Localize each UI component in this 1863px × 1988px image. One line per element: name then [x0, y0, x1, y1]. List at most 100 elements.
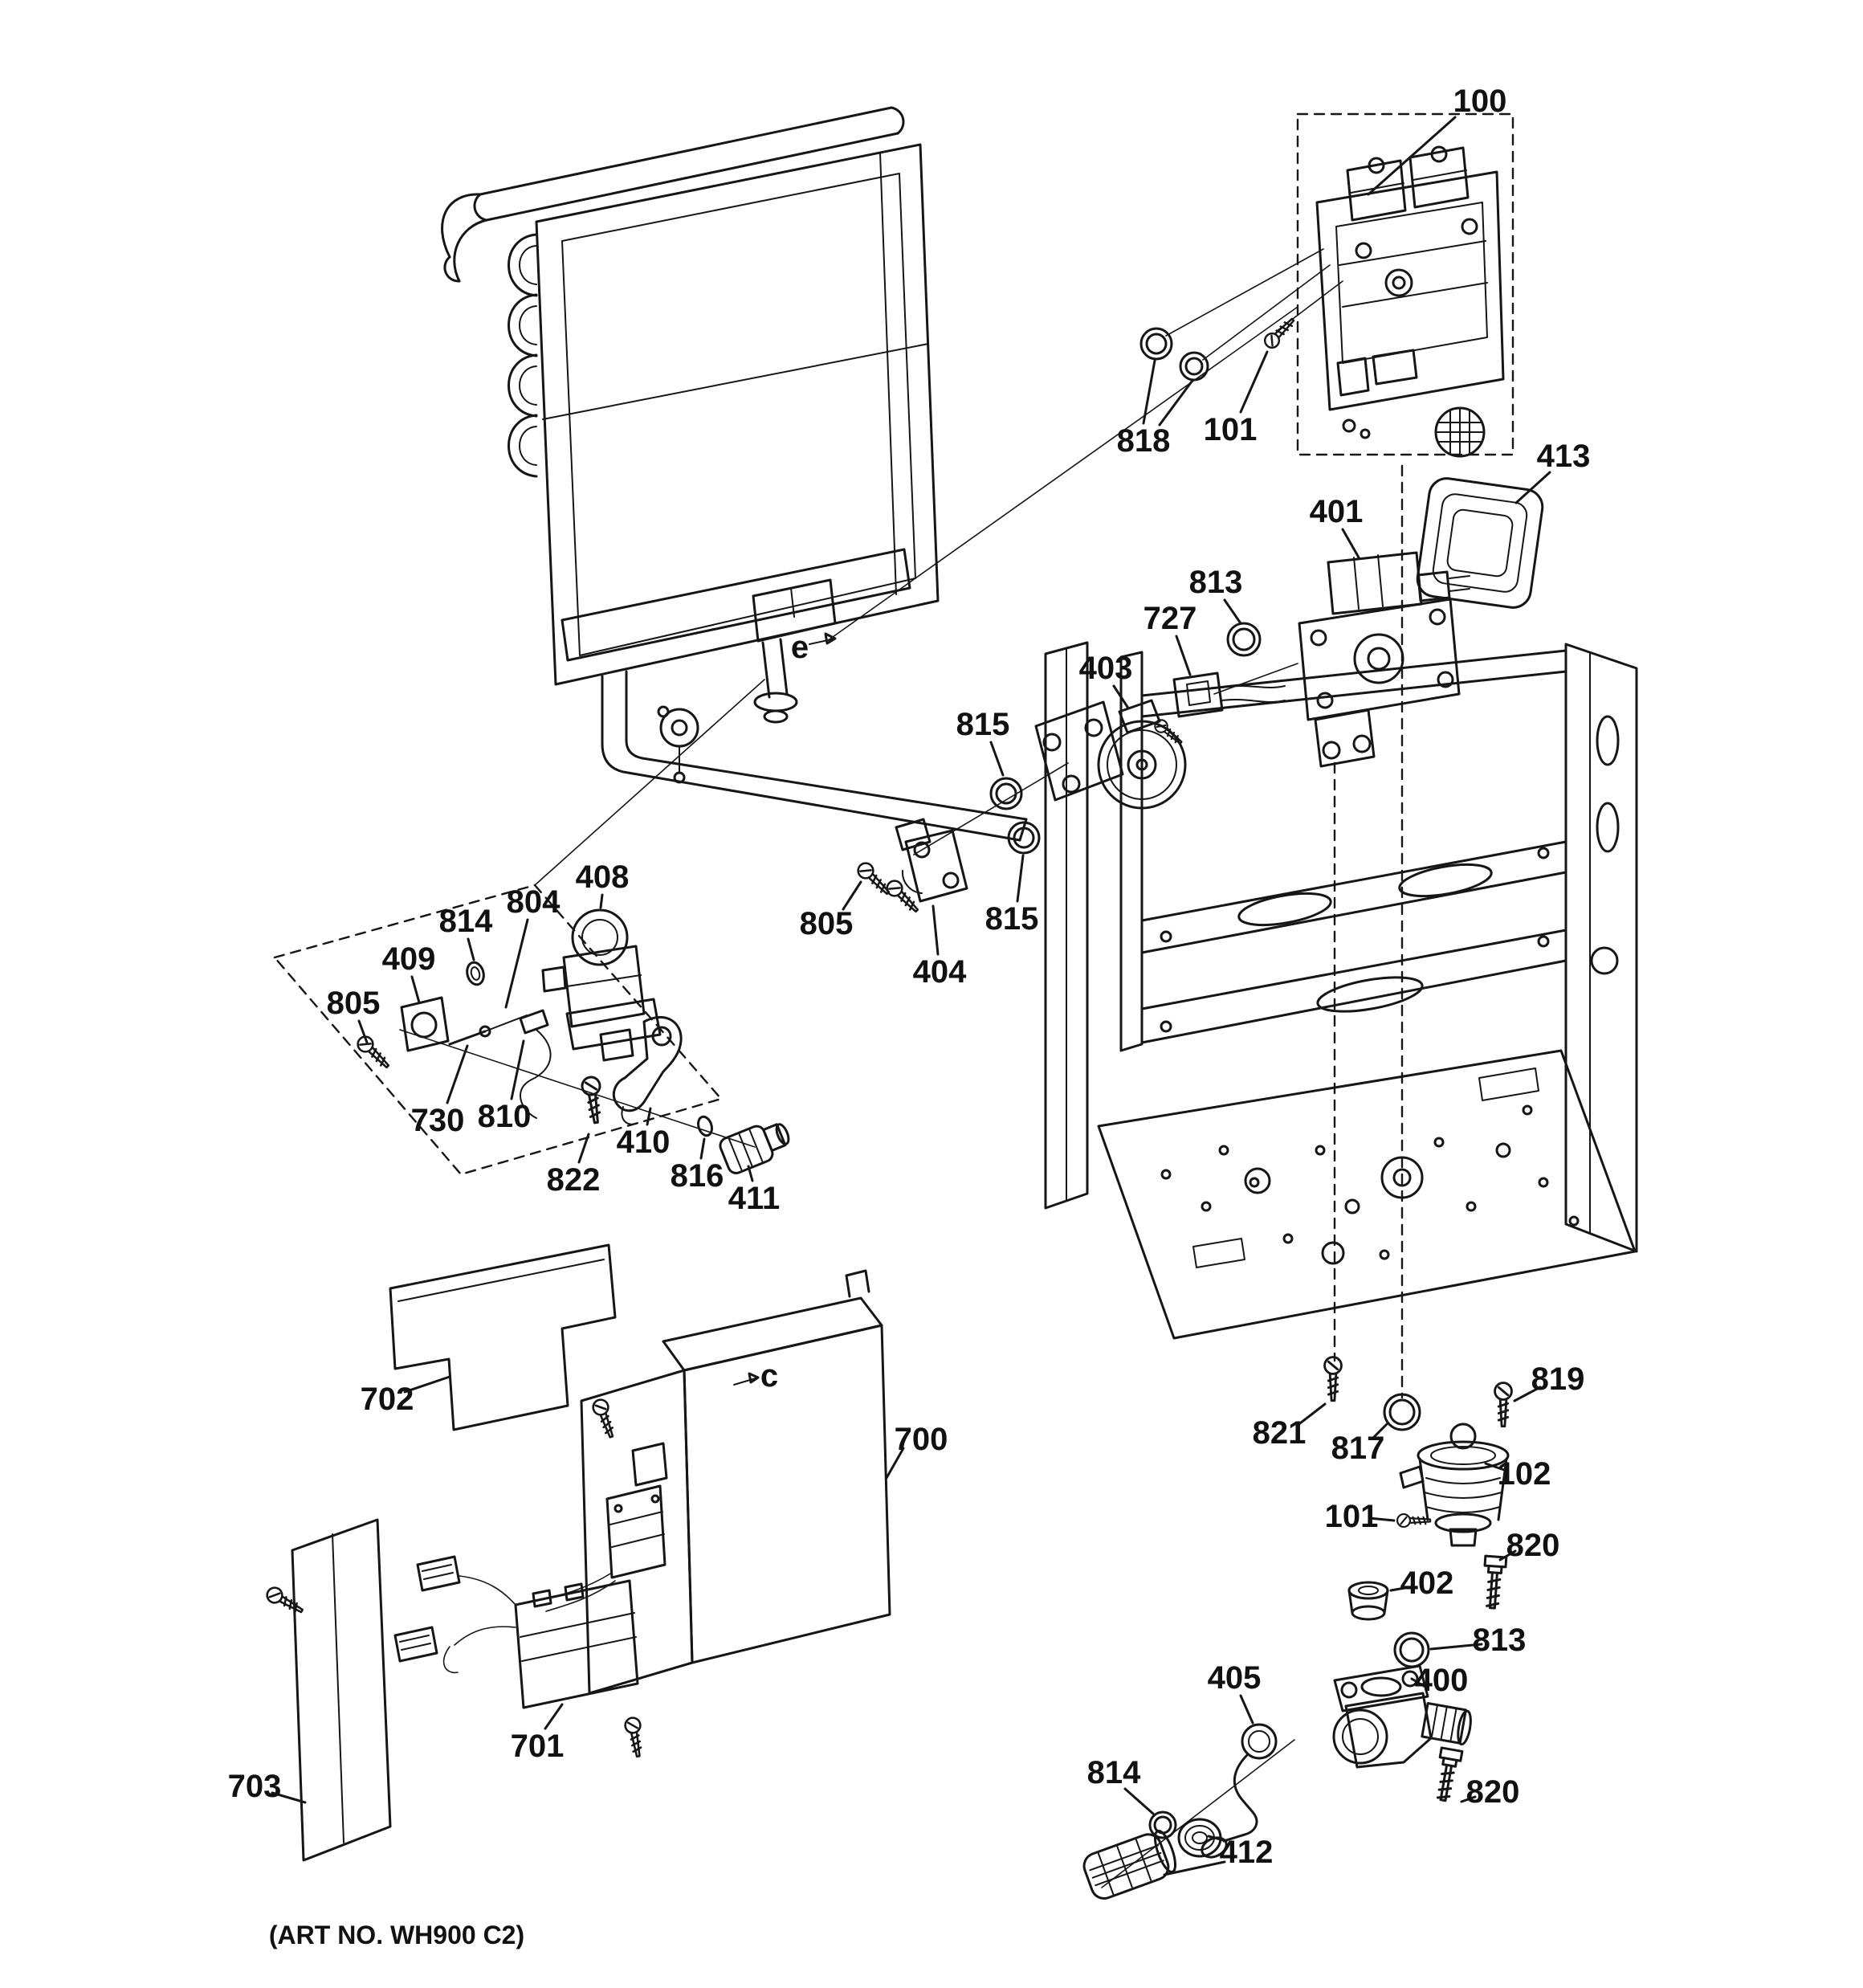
part-810-igniter-wire	[519, 1009, 552, 1119]
leader-line-11-404	[932, 904, 940, 956]
part-703-cover	[263, 1518, 392, 1862]
callout-9-815: 815	[985, 901, 1039, 937]
part-814-o-ring-left	[466, 961, 485, 986]
callout-6-727: 727	[1143, 601, 1197, 636]
callout-11-404: 404	[913, 954, 967, 990]
leader-line-1-818	[1142, 359, 1156, 425]
leader-line-22-411	[747, 1165, 754, 1182]
callout-27-821: 821	[1253, 1415, 1307, 1451]
leader-line-35-400	[1410, 1677, 1425, 1688]
leader-line-15-409	[410, 975, 421, 1004]
part-412-strainer	[1082, 1818, 1222, 1900]
callout-12-408: 408	[576, 859, 630, 895]
part-401-solenoid-valve	[1298, 551, 1470, 768]
callout-40-e: e	[791, 630, 809, 665]
callout-32-820: 820	[1506, 1528, 1560, 1563]
callout-34-813: 813	[1473, 1623, 1527, 1658]
callout-23-702: 702	[361, 1382, 414, 1417]
callout-10-805: 805	[800, 906, 854, 941]
callout-20-410: 410	[617, 1125, 671, 1160]
leader-line-30-102	[1484, 1462, 1508, 1472]
callout-2-101: 101	[1204, 412, 1258, 447]
part-400-water-valve	[1332, 1664, 1472, 1769]
part-820-bolt-upper	[1480, 1554, 1508, 1610]
callout-15-409: 409	[382, 941, 436, 977]
callout-36-405: 405	[1208, 1660, 1262, 1696]
leader-line-27-821	[1295, 1402, 1327, 1427]
part-730-needle	[448, 1014, 528, 1046]
part-411-fitting	[719, 1123, 790, 1174]
callout-26-703: 703	[228, 1769, 282, 1804]
part-819-screw	[1494, 1382, 1513, 1428]
leader-line-10-805	[842, 880, 862, 911]
leader-line-38-412	[1163, 1860, 1226, 1876]
leader-line-6-727	[1175, 635, 1192, 676]
part-813-o-ring-top	[1226, 622, 1262, 657]
callout-24-700: 700	[895, 1422, 948, 1457]
callout-35-400: 400	[1415, 1663, 1469, 1698]
leader-line-13-804	[504, 918, 529, 1009]
leader-line-14-814	[467, 937, 475, 961]
part-818-seal-rings	[1139, 327, 1209, 382]
leader-line-8-815	[989, 741, 1005, 777]
callout-8-815: 815	[956, 707, 1010, 742]
construction-lines	[399, 248, 1404, 1888]
part-727-sensor	[1152, 672, 1286, 749]
part-404-clamp	[895, 818, 968, 903]
callout-19-822: 822	[547, 1162, 601, 1198]
part-100-gas-valve-assembly	[1296, 112, 1514, 458]
callout-22-411: 411	[728, 1181, 781, 1216]
part-102-drain-valve	[1399, 1423, 1510, 1547]
callout-7-403: 403	[1079, 651, 1133, 686]
part-403-valve-actuator	[1034, 699, 1187, 810]
callout-21-816: 816	[671, 1158, 724, 1194]
leader-line-19-822	[577, 1133, 590, 1164]
part-820-bolt-lower	[1431, 1746, 1464, 1803]
leader-line-33-402	[1389, 1586, 1411, 1592]
part-805-screw-left	[353, 1032, 394, 1073]
leader-line-0-100	[1367, 116, 1457, 196]
leader-line-38-412	[1207, 1835, 1228, 1843]
callout-37-814: 814	[1087, 1755, 1141, 1790]
reference-arrow-e	[809, 638, 836, 645]
part-701-transformer	[393, 1555, 639, 1709]
leader-line-23-702	[403, 1375, 451, 1394]
part-815-o-rings	[989, 777, 1041, 855]
part-821-screw	[1323, 1356, 1343, 1402]
leader-line-37-814	[1123, 1787, 1155, 1815]
callout-41-c: c	[760, 1358, 778, 1394]
cabinet-chassis	[1044, 641, 1638, 1340]
callout-16-805: 805	[327, 986, 381, 1021]
callout-5-813: 813	[1189, 565, 1243, 600]
leader-line-36-405	[1239, 1694, 1254, 1725]
leader-line-1-818	[1158, 380, 1193, 427]
part-816-ring	[697, 1115, 713, 1137]
callout-29-819: 819	[1531, 1361, 1585, 1397]
leader-line-28-817	[1371, 1422, 1389, 1440]
assembly-408-pilot	[273, 884, 790, 1176]
part-700-control-box	[539, 1269, 891, 1759]
reference-arrowhead-e	[824, 632, 837, 645]
part-813-o-ring-bottom	[1393, 1631, 1430, 1668]
leader-line-2-101	[1239, 350, 1269, 414]
part-409-clamp	[400, 996, 450, 1052]
callout-30-102: 102	[1498, 1456, 1551, 1492]
reference-arrow-c	[733, 1377, 759, 1386]
mesh-screen	[1434, 406, 1486, 458]
part-heat-exchanger	[441, 106, 1028, 842]
part-822-screw	[580, 1075, 606, 1125]
callout-28-817: 817	[1331, 1431, 1385, 1466]
callout-1-818: 818	[1117, 423, 1171, 459]
leader-line-5-813	[1223, 598, 1242, 625]
callout-13-804: 804	[507, 884, 561, 920]
leader-line-20-410	[646, 1107, 652, 1126]
leader-line-7-403	[1112, 684, 1129, 708]
leader-line-26-703	[271, 1791, 307, 1804]
leader-line-24-700	[885, 1447, 905, 1480]
callout-33-402: 402	[1400, 1565, 1454, 1601]
leader-line-12-408	[599, 893, 604, 909]
callout-3-413: 413	[1537, 439, 1591, 474]
